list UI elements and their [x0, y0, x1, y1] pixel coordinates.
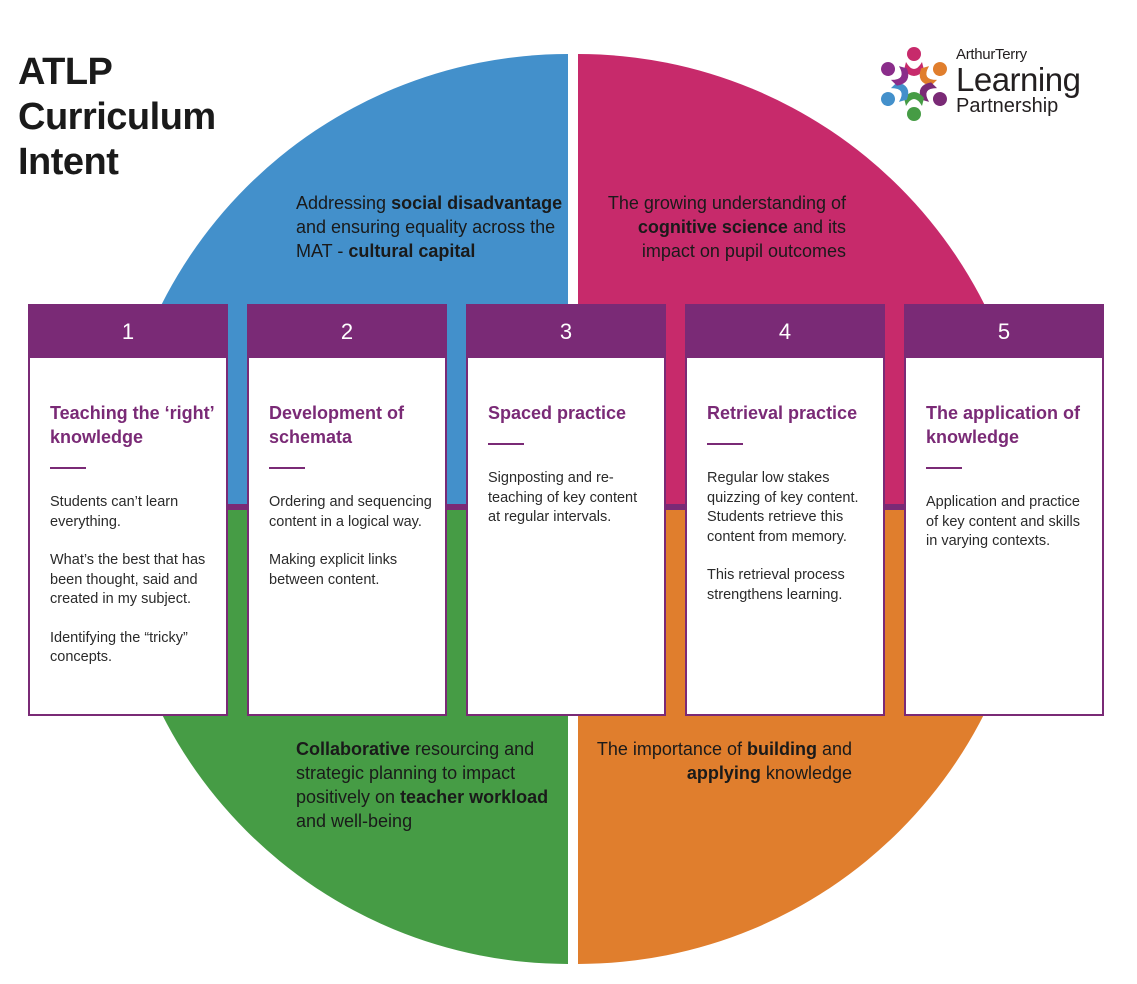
card-number: 5 [906, 306, 1102, 358]
emphasis-text: Collaborative [296, 739, 411, 759]
page-title: ATLP Curriculum Intent [18, 50, 216, 185]
logo-people-icon [881, 47, 947, 121]
quadrant-text-segment: and its impact on pupil outcomes [641, 217, 846, 261]
emphasis-text: cultural capital [348, 241, 476, 261]
emphasis-text: building [746, 739, 817, 759]
card-body: Application and practice of key content … [926, 493, 1091, 552]
card-number: 4 [687, 306, 883, 358]
atlp-logo: ArthurTerry Learning Partnership [872, 40, 1102, 130]
quadrant-text-top-right: The growing understanding of cognitive s… [590, 191, 846, 263]
card-body: Ordering and sequencing content in a log… [269, 493, 434, 590]
logo-line-3: Partnership [956, 95, 1059, 117]
quadrant-text-bottom-left: Collaborative resourcing and strategic p… [296, 737, 566, 833]
card-title: Development of schemata [269, 403, 405, 447]
quadrant-text-segment: resourcing and strategic planning to imp… [296, 739, 535, 807]
card-number: 3 [468, 306, 664, 358]
card-title: Spaced practice [488, 403, 627, 423]
principle-card-5: 5 The application of knowledge Applicati… [904, 304, 1104, 716]
card-divider [488, 443, 524, 445]
card-divider [707, 443, 743, 445]
card-number: 1 [30, 306, 226, 358]
card-paragraph: Ordering and sequencing content in a log… [269, 494, 432, 530]
card-paragraph: What’s the best that has been thought, s… [50, 552, 206, 607]
card-paragraph: Regular low stakes quizzing of key conte… [707, 470, 859, 545]
emphasis-text: applying [686, 763, 761, 783]
principle-card-1: 1 Teaching the ‘right’ knowledge Student… [28, 304, 228, 716]
logo-line-1: ArthurTerry [956, 46, 1027, 63]
card-paragraph: Identifying the “tricky” concepts. [50, 629, 188, 666]
card-title: Retrieval practice [707, 403, 858, 423]
title-line-3: Intent [18, 141, 119, 183]
quadrant-text-segment: and [816, 739, 852, 759]
card-paragraph: Making explicit links between content. [269, 552, 398, 588]
emphasis-text: cognitive science [637, 217, 788, 237]
logo-line-2: Learning [956, 61, 1081, 98]
card-paragraph: Students can’t learn everything. [50, 494, 179, 530]
card-title: The application of knowledge [926, 403, 1081, 447]
card-paragraph: Signposting and re-teaching of key conte… [488, 470, 638, 525]
quadrant-text-segment: and well-being [296, 811, 413, 831]
quadrant-text-segment: The importance of [596, 739, 747, 759]
quadrant-text-segment: The growing understanding of [607, 193, 846, 213]
card-body: Regular low stakes quizzing of key conte… [707, 469, 872, 605]
logo-wordmark: ArthurTerry Learning Partnership [956, 46, 1081, 117]
title-line-2: Curriculum [18, 96, 216, 138]
card-number: 2 [249, 306, 445, 358]
quadrant-text-segment: knowledge [760, 763, 852, 783]
card-paragraph: This retrieval process strengthens learn… [707, 567, 845, 603]
quadrant-text-bottom-right: The importance of building and applying … [596, 737, 852, 785]
title-line-1: ATLP [18, 51, 113, 93]
principle-card-3: 3 Spaced practice Signposting and re-tea… [466, 304, 666, 716]
card-divider [269, 467, 305, 469]
emphasis-text: teacher workload [400, 787, 549, 807]
card-title: Teaching the ‘right’ knowledge [50, 403, 214, 447]
principle-card-4: 4 Retrieval practice Regular low stakes … [685, 304, 885, 716]
principle-card-2: 2 Development of schemata Ordering and s… [247, 304, 447, 716]
card-body: Students can’t learn everything. What’s t… [50, 493, 215, 668]
card-body: Signposting and re-teaching of key conte… [488, 469, 653, 528]
card-divider [50, 467, 86, 469]
quadrant-text-top-left: Addressing social disadvantage and ensur… [296, 191, 566, 263]
quadrant-text-segment: Addressing [296, 193, 392, 213]
card-paragraph: Application and practice of key content … [926, 494, 1080, 549]
emphasis-text: social disadvantage [391, 193, 563, 213]
card-divider [926, 467, 962, 469]
quadrant-text-segment: and ensuring equality across the MAT - [296, 217, 556, 261]
